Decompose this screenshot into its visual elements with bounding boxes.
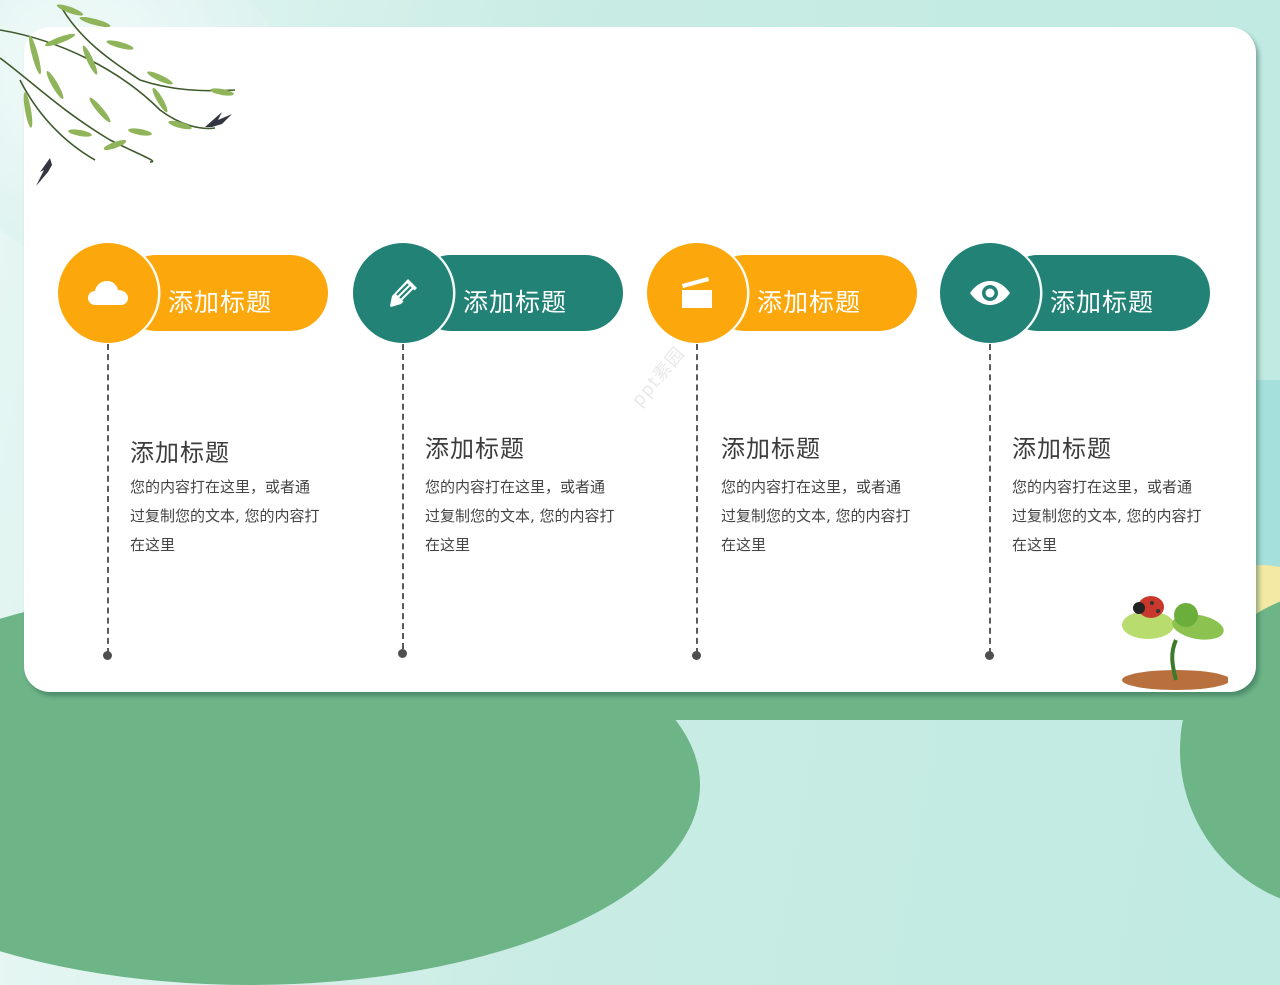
header-pill[interactable]: 添加标题: [707, 255, 917, 331]
item-title: 添加标题: [425, 435, 525, 463]
header-label: 添加标题: [168, 288, 273, 317]
header-label: 添加标题: [463, 288, 568, 317]
timeline-column-1: 添加标题 添加标题 您的内容打在这里，或者通 过复制您的文本, 您的内容打 在这…: [58, 243, 338, 663]
description-line: 您的内容打在这里，或者通: [721, 478, 902, 496]
description-line: 您的内容打在这里，或者通: [425, 478, 606, 496]
swallow-bird: [205, 112, 232, 127]
dashed-connector: [402, 344, 404, 649]
description-line: 您的内容打在这里，或者通: [1012, 478, 1193, 496]
header-label: 添加标题: [757, 288, 862, 317]
description-line: 在这里: [425, 536, 471, 554]
icon-circle[interactable]: [940, 243, 1040, 343]
description-line: 过复制您的文本, 您的内容打: [425, 507, 615, 525]
description-line: 在这里: [1012, 536, 1058, 554]
willow-branch-decoration: [0, 4, 236, 186]
timeline-column-3: 添加标题 添加标题 您的内容打在这里，或者通 过复制您的文本, 您的内容打 在这…: [647, 243, 927, 663]
description-line: 在这里: [130, 536, 176, 554]
item-description: 您的内容打在这里，或者通 过复制您的文本, 您的内容打 在这里: [425, 473, 635, 560]
dashed-connector: [989, 344, 991, 654]
header-label: 添加标题: [1050, 288, 1155, 317]
item-description: 您的内容打在这里，或者通 过复制您的文本, 您的内容打 在这里: [721, 473, 931, 560]
connector-dot: [985, 651, 994, 660]
item-title: 添加标题: [1012, 435, 1112, 463]
icon-circle[interactable]: [647, 243, 747, 343]
sprout-ladybug-decoration: [1122, 596, 1228, 690]
description-line: 您的内容打在这里，或者通: [130, 478, 311, 496]
description-line: 过复制您的文本, 您的内容打: [130, 507, 320, 525]
connector-dot: [103, 651, 112, 660]
description-line: 过复制您的文本, 您的内容打: [1012, 507, 1202, 525]
content-card: ppt素园 添加标题 添加标题 您的内容打在这里，或者通 过复制您的文本, 您的…: [24, 27, 1256, 692]
clapperboard-icon: [682, 277, 712, 308]
header-pill[interactable]: 添加标题: [413, 255, 623, 331]
connector-dot: [398, 649, 407, 658]
connector-dot: [692, 651, 701, 660]
cloud-icon: [88, 281, 128, 305]
eye-icon: [970, 281, 1010, 305]
dashed-connector: [696, 344, 698, 654]
item-title: 添加标题: [721, 435, 821, 463]
pencil-icon: [390, 279, 417, 307]
swallow-bird: [36, 158, 52, 186]
icon-circle[interactable]: [58, 243, 158, 343]
item-description: 您的内容打在这里，或者通 过复制您的文本, 您的内容打 在这里: [130, 473, 340, 560]
item-description: 您的内容打在这里，或者通 过复制您的文本, 您的内容打 在这里: [1012, 473, 1222, 560]
dashed-connector: [107, 344, 109, 654]
description-line: 过复制您的文本, 您的内容打: [721, 507, 911, 525]
item-title: 添加标题: [130, 439, 230, 467]
timeline-column-4: 添加标题 添加标题 您的内容打在这里，或者通 过复制您的文本, 您的内容打 在这…: [940, 243, 1220, 663]
icon-circle[interactable]: [353, 243, 453, 343]
timeline-column-2: 添加标题 添加标题 您的内容打在这里，或者通 过复制您的文本, 您的内容打 在这…: [353, 243, 633, 663]
description-line: 在这里: [721, 536, 767, 554]
